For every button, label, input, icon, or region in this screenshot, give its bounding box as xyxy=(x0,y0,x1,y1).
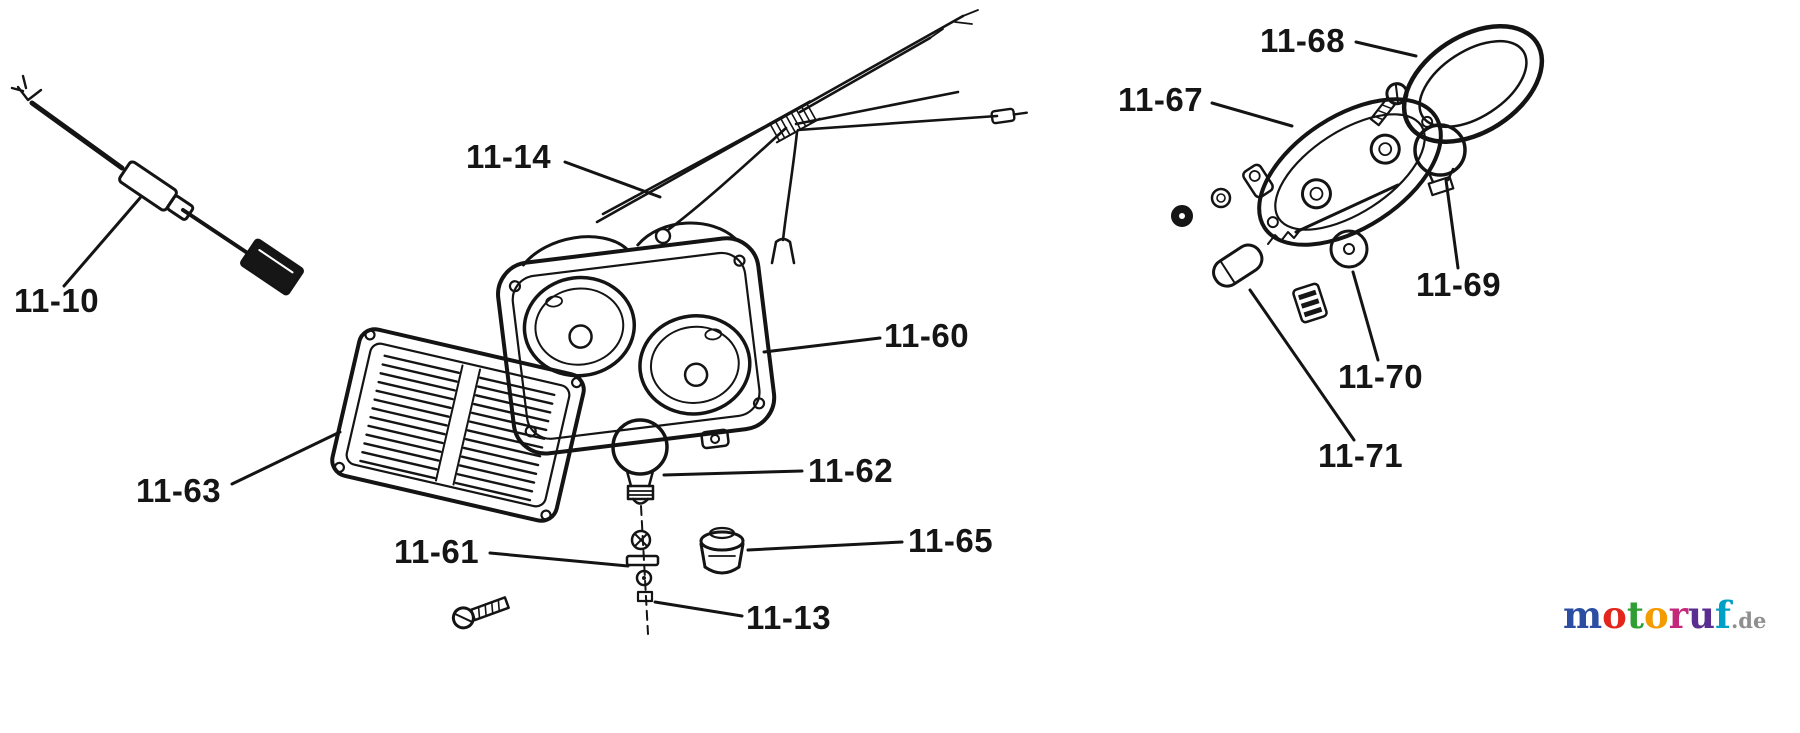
part-label-11-69: 11-69 xyxy=(1416,266,1501,303)
part-label-11-63: 11-63 xyxy=(136,472,221,509)
lens-drawing xyxy=(1401,24,1545,144)
watermark-suffix: .de xyxy=(1731,608,1766,633)
small-bulb-drawing xyxy=(1413,123,1467,197)
lamp-housing-drawing xyxy=(496,221,777,456)
diagram-artwork xyxy=(10,9,1545,635)
leader-lines xyxy=(62,40,1460,618)
part-label-11-60: 11-60 xyxy=(884,317,969,354)
leader-line-11-60 xyxy=(762,336,882,354)
part-label-11-68: 11-68 xyxy=(1260,22,1345,59)
small-hardware-drawing xyxy=(1171,163,1400,324)
watermark-letter: u xyxy=(1688,593,1715,637)
watermark-letter: o xyxy=(1644,593,1669,637)
watermark-letter: o xyxy=(1602,593,1627,637)
leader-line-11-13 xyxy=(653,600,744,618)
leader-line-11-61 xyxy=(488,551,630,568)
leader-line-11-10 xyxy=(62,196,142,288)
cable-assembly-drawing xyxy=(10,74,304,296)
bulb-socket-drawing xyxy=(699,526,745,575)
connector-block-drawing xyxy=(1292,282,1328,324)
socket-cylinder-drawing xyxy=(1212,243,1264,288)
socket-hardware-drawing xyxy=(625,505,660,635)
watermark-motoruf: motoruf.de xyxy=(1563,593,1766,637)
part-label-11-62: 11-62 xyxy=(808,452,893,489)
part-label-11-14: 11-14 xyxy=(466,138,551,175)
leader-line-11-69 xyxy=(1444,178,1460,270)
part-label-11-61: 11-61 xyxy=(394,533,479,570)
watermark-letter: r xyxy=(1669,593,1689,637)
leader-line-11-67 xyxy=(1210,101,1294,128)
part-label-11-71: 11-71 xyxy=(1318,437,1403,474)
part-label-11-67: 11-67 xyxy=(1118,81,1203,118)
large-bulb-drawing xyxy=(611,418,669,505)
watermark-letter: f xyxy=(1715,593,1733,637)
bracket-screw-drawing xyxy=(1369,82,1409,127)
part-label-11-65: 11-65 xyxy=(908,522,993,559)
leader-line-11-71 xyxy=(1248,288,1356,442)
watermark-letter: m xyxy=(1563,593,1602,637)
leader-line-11-63 xyxy=(230,430,342,486)
grille-plate-drawing xyxy=(330,327,586,523)
leader-line-11-65 xyxy=(746,540,904,552)
lamp-bracket-drawing xyxy=(1257,82,1443,247)
leader-line-11-14 xyxy=(563,160,662,199)
leader-line-11-70 xyxy=(1351,270,1380,362)
part-label-11-70: 11-70 xyxy=(1338,358,1423,395)
leader-line-11-62 xyxy=(662,469,804,477)
part-label-11-13: 11-13 xyxy=(746,599,831,636)
wiring-harness-drawing xyxy=(595,9,1028,265)
watermark-letter: t xyxy=(1627,593,1644,637)
part-label-11-10: 11-10 xyxy=(14,282,99,319)
mounting-screw-drawing xyxy=(451,596,510,630)
leader-line-11-68 xyxy=(1354,40,1418,58)
